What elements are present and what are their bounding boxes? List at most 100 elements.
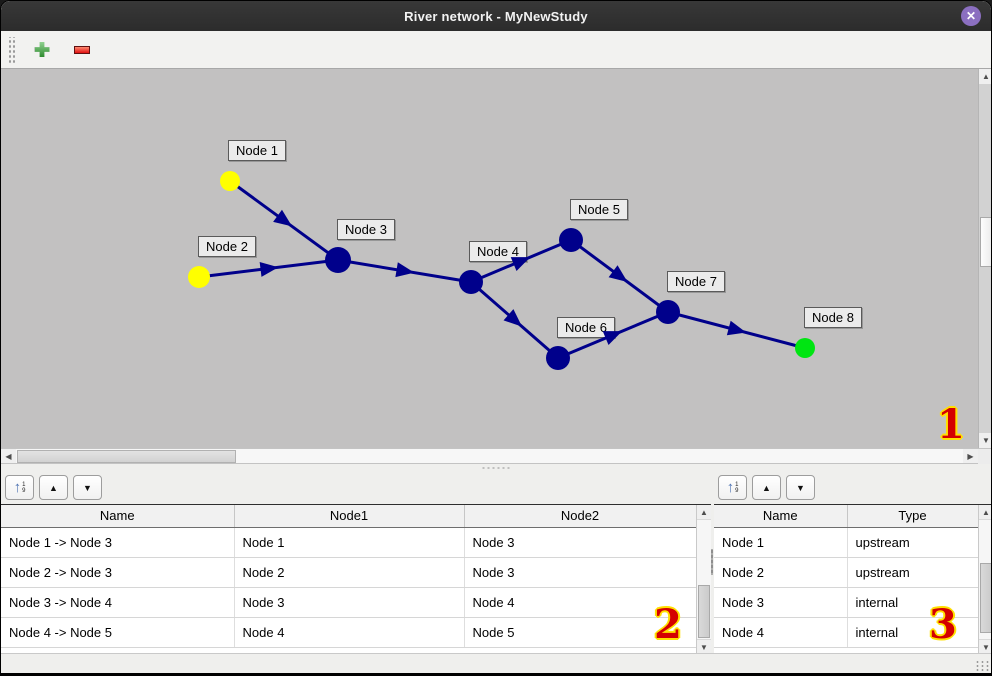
scroll-up-icon[interactable]: ▲ [979, 505, 991, 520]
scroll-down-icon[interactable]: ▼ [697, 639, 711, 653]
node-label[interactable]: Node 2 [198, 236, 256, 257]
table-cell[interactable]: Node 5 [464, 617, 697, 648]
table-cell[interactable]: upstream [847, 527, 979, 558]
nodes-table-scrollbar[interactable]: ▲ ▼ [978, 505, 991, 653]
node-label[interactable]: Node 3 [337, 219, 395, 240]
table-cell[interactable]: Node 4 [464, 587, 697, 618]
table-cell[interactable]: Node 4 [714, 617, 848, 648]
river-network-canvas[interactable]: Node 1 Node 2 Node 3 Node 4 Node 5 Node 6 Node… [1, 69, 978, 448]
column-header[interactable]: Node2 [464, 505, 697, 528]
table-cell[interactable]: upstream [847, 557, 979, 588]
resize-grip-icon[interactable] [975, 660, 989, 672]
column-header[interactable]: Node1 [234, 505, 465, 528]
table-cell[interactable]: Node 1 -> Node 3 [1, 527, 235, 558]
nodes-toolbar: ↑ 1 9 ▲ ▼ [714, 471, 991, 504]
scroll-thumb[interactable] [698, 585, 710, 638]
table-cell[interactable]: Node 4 [234, 617, 465, 648]
column-header[interactable]: Name [714, 505, 848, 528]
remove-node-button[interactable] [69, 37, 95, 63]
vertical-pane-splitter[interactable] [710, 471, 714, 653]
down-triangle-icon: ▼ [83, 482, 92, 493]
column-header[interactable]: Type [847, 505, 979, 528]
table-cell[interactable]: Node 3 [714, 587, 848, 618]
node-node-1[interactable] [220, 171, 240, 191]
add-node-button[interactable] [29, 37, 55, 63]
node-node-5[interactable] [559, 228, 583, 252]
canvas-vertical-scrollbar[interactable]: ▲ ▼ [978, 69, 991, 448]
node-node-8[interactable] [795, 338, 815, 358]
table-cell[interactable]: internal [847, 587, 979, 618]
flow-arrow-icon [608, 265, 628, 282]
scroll-up-icon[interactable]: ▲ [697, 505, 711, 520]
canvas-horizontal-scrollbar[interactable]: ◀ ▶ [1, 448, 978, 464]
table-cell[interactable]: Node 3 [464, 527, 697, 558]
table-cell[interactable]: Node 2 [234, 557, 465, 588]
flow-arrow-icon [503, 309, 523, 327]
sort-button[interactable]: ↑ 1 9 [5, 475, 34, 500]
scroll-thumb[interactable] [980, 563, 991, 633]
sort-icon: ↑ 1 9 [726, 479, 739, 496]
flow-arrow-icon [510, 257, 531, 272]
sort-icon: ↑ 1 9 [13, 479, 26, 496]
move-up-button[interactable]: ▲ [752, 475, 781, 500]
table-cell[interactable]: internal [847, 617, 979, 648]
network-graph [188, 171, 815, 370]
node-node-6[interactable] [546, 346, 570, 370]
window-title: River network - MyNewStudy [404, 8, 588, 24]
close-icon[interactable]: ✕ [961, 6, 981, 26]
move-up-button[interactable]: ▲ [39, 475, 68, 500]
move-down-button[interactable]: ▼ [73, 475, 102, 500]
scroll-down-icon[interactable]: ▼ [979, 639, 991, 653]
scroll-left-icon[interactable]: ◀ [1, 449, 16, 463]
node-label[interactable]: Node 1 [228, 140, 286, 161]
scroll-up-icon[interactable]: ▲ [979, 69, 991, 84]
node-node-4[interactable] [459, 270, 483, 294]
node-label[interactable]: Node 4 [469, 241, 527, 262]
minus-icon [74, 45, 90, 54]
table-cell[interactable]: Node 3 -> Node 4 [1, 587, 235, 618]
table-cell[interactable]: Node 2 [714, 557, 848, 588]
table-cell[interactable]: Node 4 -> Node 5 [1, 617, 235, 648]
scrollbar-corner [978, 448, 991, 464]
move-down-button[interactable]: ▼ [786, 475, 815, 500]
node-label[interactable]: Node 6 [557, 317, 615, 338]
scroll-down-icon[interactable]: ▼ [979, 433, 991, 448]
node-node-2[interactable] [188, 266, 210, 288]
node-label[interactable]: Node 8 [804, 307, 862, 328]
scroll-right-icon[interactable]: ▶ [963, 449, 978, 463]
table-cell[interactable]: Node 2 -> Node 3 [1, 557, 235, 588]
column-header[interactable]: Name [1, 505, 235, 528]
toolbar-drag-handle[interactable] [7, 36, 15, 63]
sort-button[interactable]: ↑ 1 9 [718, 475, 747, 500]
horizontal-pane-splitter[interactable] [1, 464, 991, 471]
flow-arrow-icon [273, 209, 293, 227]
vertical-scroll-thumb[interactable] [980, 217, 991, 267]
table-cell[interactable]: Node 1 [234, 527, 465, 558]
node-node-3[interactable] [325, 247, 351, 273]
plus-icon [34, 42, 50, 57]
table-cell[interactable]: Node 1 [714, 527, 848, 558]
node-node-7[interactable] [656, 300, 680, 324]
horizontal-scroll-thumb[interactable] [17, 450, 236, 463]
titlebar[interactable]: River network - MyNewStudy ✕ [1, 1, 991, 31]
node-label[interactable]: Node 5 [570, 199, 628, 220]
reaches-table-scrollbar[interactable]: ▲ ▼ [696, 505, 711, 653]
table-cell[interactable]: Node 3 [234, 587, 465, 618]
table-cell[interactable]: Node 3 [464, 557, 697, 588]
node-label[interactable]: Node 7 [667, 271, 725, 292]
